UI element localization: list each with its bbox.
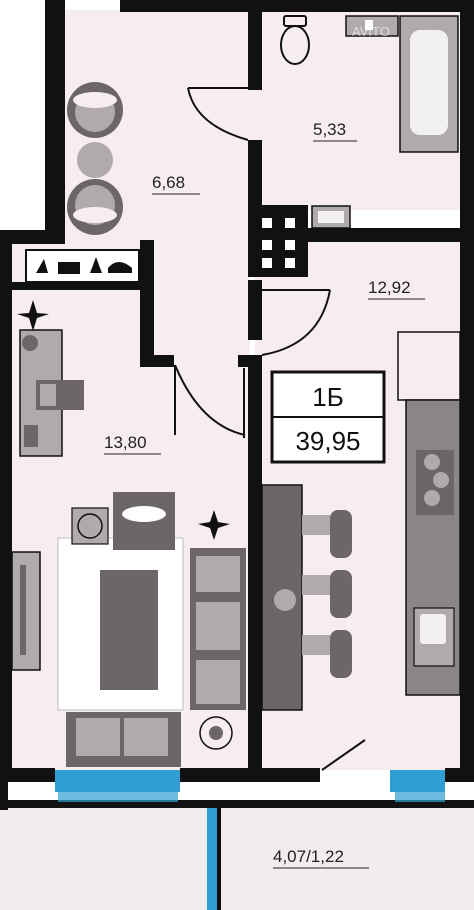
area-living-room: 13,80 (104, 433, 147, 452)
doors (174, 87, 366, 771)
area-hallway: 6,68 (152, 173, 185, 192)
tv-stand (11, 551, 41, 671)
apartment-badge: 1Б 39,95 (270, 370, 386, 464)
room-labels: 6,68 5,33 13,80 12,92 4,07/1,22 (104, 120, 425, 869)
bathroom-fixtures (280, 15, 459, 229)
wardrobe (25, 249, 140, 283)
area-bathroom: 5,33 (313, 120, 346, 139)
living-furniture (57, 492, 246, 767)
desk (17, 300, 84, 457)
apartment-total-area: 39,95 (295, 426, 360, 456)
walls (0, 0, 474, 810)
kitchen-furniture (261, 331, 461, 711)
windows (55, 770, 445, 910)
watermark: AVITO (352, 24, 390, 39)
area-kitchen: 12,92 (368, 278, 411, 297)
apartment-type: 1Б (312, 382, 344, 412)
hallway-seats (67, 82, 123, 235)
area-balcony: 4,07/1,22 (273, 847, 344, 866)
